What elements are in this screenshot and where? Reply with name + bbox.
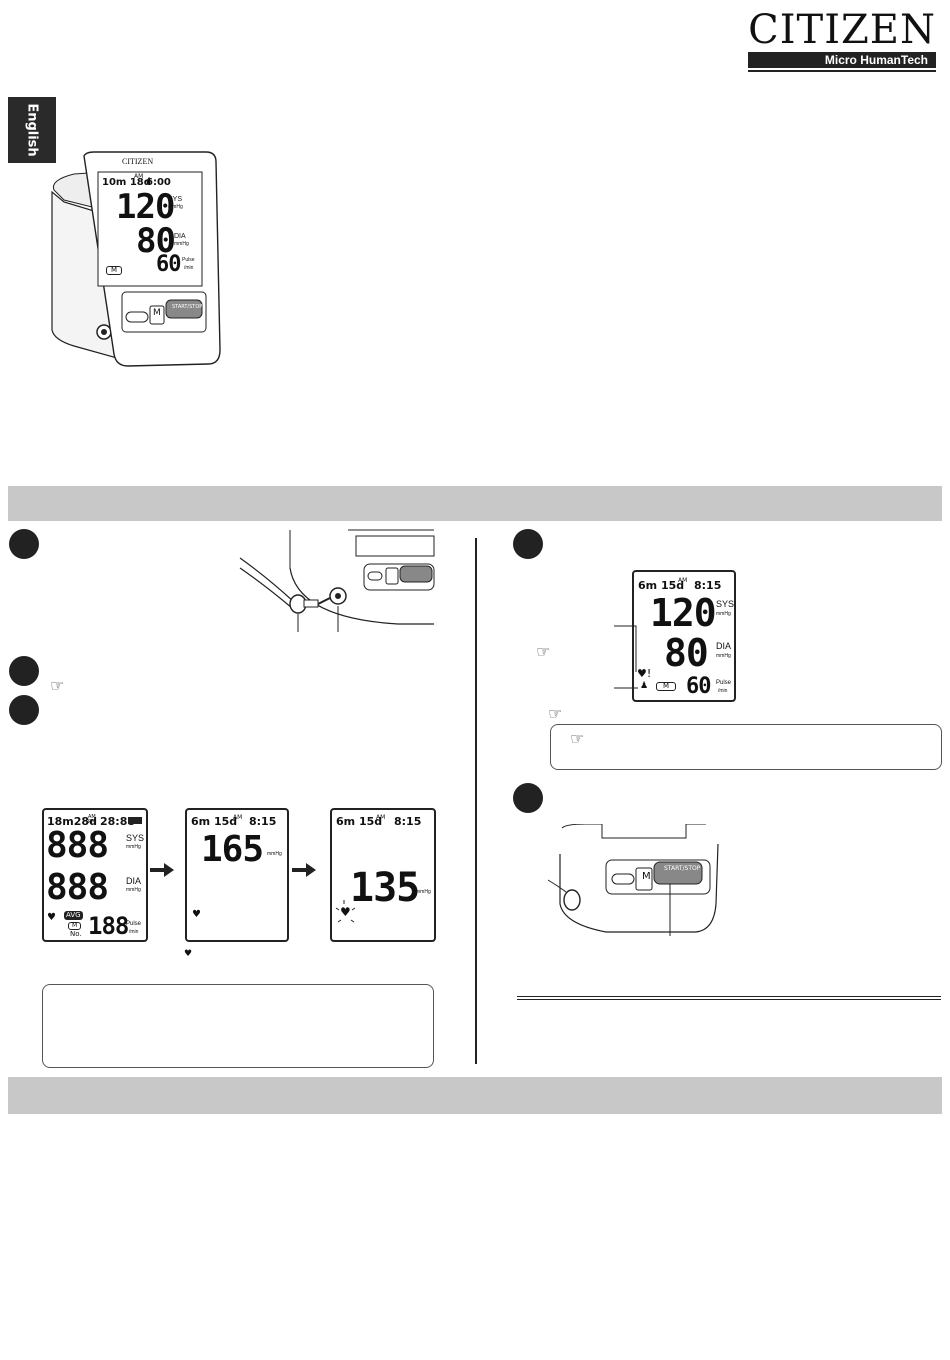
step-4-marker bbox=[513, 529, 543, 559]
device-sys-value: 120 bbox=[116, 187, 175, 227]
lcd1-pulse-unit: /min bbox=[129, 929, 139, 935]
device-pulse-value: 60 bbox=[156, 252, 181, 277]
lcd2-ampm: AM bbox=[233, 814, 243, 821]
lcd4-dia-unit: mmHg bbox=[716, 653, 731, 659]
device-memory-key: M bbox=[153, 308, 161, 318]
right-arrow-icon bbox=[292, 862, 316, 878]
device-pulse-label: Pulse bbox=[182, 257, 195, 263]
lcd3-unit: mmHg bbox=[416, 889, 431, 895]
section-header-band bbox=[8, 486, 942, 521]
lcd1-sys-label: SYS bbox=[126, 833, 145, 843]
closeup-memory-key: M bbox=[642, 871, 651, 882]
lcd1-sys-unit: mmHg bbox=[126, 844, 141, 850]
lcd1-sys-value: 888 bbox=[46, 825, 109, 866]
device-ampm: AM bbox=[134, 173, 144, 180]
lcd1-pulse-label: Pulse bbox=[126, 921, 142, 927]
lcd1-ampm: AM PM bbox=[88, 814, 96, 825]
device-time: 6:00 bbox=[146, 177, 171, 188]
brand-name: CITIZEN bbox=[748, 7, 936, 53]
device-sys-unit: mmHg bbox=[168, 204, 183, 210]
lcd1-avg: AVG bbox=[64, 911, 83, 920]
section-header-band-2 bbox=[8, 1077, 942, 1114]
brand-subline: Micro HumanTech bbox=[824, 53, 928, 67]
device-dia-label: DIA bbox=[174, 233, 186, 240]
note-box-left bbox=[42, 984, 434, 1068]
lcd2-time: 8:15 bbox=[249, 815, 277, 828]
lcd4-ampm: AM bbox=[678, 577, 688, 584]
rule-lower bbox=[517, 999, 941, 1000]
lcd4-sys-label: SYS bbox=[716, 599, 735, 609]
irregular-heartbeat-icon: ♥! bbox=[637, 667, 652, 680]
lcd1-dia-value: 888 bbox=[46, 867, 109, 908]
device-closeup-illustration: M START/STOP bbox=[546, 824, 722, 942]
callout-lines bbox=[614, 622, 642, 702]
heart-icon: ♥ bbox=[192, 909, 201, 920]
device-dia-unit: mmHg bbox=[174, 241, 189, 247]
step-2-marker bbox=[9, 656, 39, 686]
lcd1-pulse-value: 188 bbox=[88, 912, 129, 940]
device-start-stop: START/STOP bbox=[172, 304, 203, 310]
lcd4-sys-unit: mmHg bbox=[716, 611, 731, 617]
rule-upper bbox=[517, 996, 941, 997]
blink-marks bbox=[334, 898, 360, 928]
closeup-start-stop: START/STOP bbox=[664, 865, 701, 872]
lcd3-time: 8:15 bbox=[394, 815, 422, 828]
lcd3-ampm: AM bbox=[376, 814, 386, 821]
lcd-inflating: 6m 15d AM 8:15 165 mmHg ♥ bbox=[185, 808, 289, 942]
lcd1-memory: M bbox=[68, 922, 82, 930]
step-1-marker bbox=[9, 529, 39, 559]
lcd2-pressure-value: 165 bbox=[201, 829, 264, 870]
brand-rule bbox=[748, 70, 936, 72]
device-illustration: CITIZEN 10m 18d AM 6:00 120 SYS mmHg 80 … bbox=[44, 150, 229, 372]
lcd4-time: 8:15 bbox=[694, 579, 722, 592]
lcd1-dia-unit: mmHg bbox=[126, 887, 141, 893]
step-3-marker bbox=[9, 695, 39, 725]
device-date: 10m 18d bbox=[102, 177, 151, 188]
lcd1-dia-label: DIA bbox=[126, 876, 142, 886]
lcd2-date: 6m 15d bbox=[191, 815, 238, 828]
heart-icon: ♥ bbox=[340, 905, 351, 919]
lcd4-sys-value: 120 bbox=[650, 591, 717, 635]
right-arrow-icon bbox=[150, 862, 174, 878]
heart-icon: ♥ bbox=[47, 912, 56, 923]
pointing-hand-icon: ☞ bbox=[536, 642, 551, 661]
pointing-hand-icon: ☞ bbox=[570, 729, 585, 748]
battery-icon bbox=[128, 817, 142, 824]
lcd4-pulse-label: Pulse bbox=[716, 680, 732, 686]
brand-logo: CITIZEN Micro HumanTech bbox=[748, 8, 936, 72]
device-dia-value: 80 bbox=[136, 221, 176, 261]
pointing-hand-icon: ☞ bbox=[50, 676, 65, 695]
connector-illustration bbox=[238, 528, 436, 636]
brand-bar: Micro HumanTech bbox=[748, 52, 936, 68]
column-divider bbox=[475, 538, 477, 1064]
lcd4-pulse-value: 60 bbox=[686, 674, 711, 699]
note-box-right bbox=[550, 724, 942, 770]
lcd3-pressure-value: 135 bbox=[350, 865, 420, 911]
lcd3-date: 6m 15d bbox=[336, 815, 383, 828]
language-tab: English bbox=[8, 97, 56, 163]
language-label: English bbox=[24, 103, 40, 157]
lcd-all-segments: 18m28d AM PM 28:88 888 SYS mmHg 888 DIA … bbox=[42, 808, 148, 942]
lcd4-date: 6m 15d bbox=[638, 579, 685, 592]
device-memory-mark: M bbox=[106, 266, 123, 275]
pointing-hand-icon: ☞ bbox=[548, 704, 563, 723]
lcd1-time: 28:88 bbox=[100, 815, 136, 828]
heart-icon: ♥ bbox=[184, 949, 193, 959]
step-5-marker bbox=[513, 783, 543, 813]
device-pulse-unit: /min bbox=[184, 265, 194, 271]
body-movement-icon: ♟ bbox=[640, 681, 649, 691]
device-sys-label: SYS bbox=[168, 196, 183, 203]
lcd4-memory: M bbox=[656, 682, 677, 691]
lcd1-date: 18m28d bbox=[47, 815, 97, 828]
device-logo: CITIZEN bbox=[122, 157, 154, 166]
lcd4-dia-value: 80 bbox=[664, 631, 709, 675]
lcd1-no: No. bbox=[70, 930, 82, 938]
lcd-result: 6m 15d AM 8:15 120 SYS mmHg 80 DIA mmHg … bbox=[632, 570, 736, 702]
lcd-measuring: 6m 15d AM 8:15 135 mmHg ♥ bbox=[330, 808, 436, 942]
lcd2-unit: mmHg bbox=[267, 851, 282, 857]
lcd4-pulse-unit: /min bbox=[718, 688, 728, 694]
lcd4-dia-label: DIA bbox=[716, 641, 732, 651]
